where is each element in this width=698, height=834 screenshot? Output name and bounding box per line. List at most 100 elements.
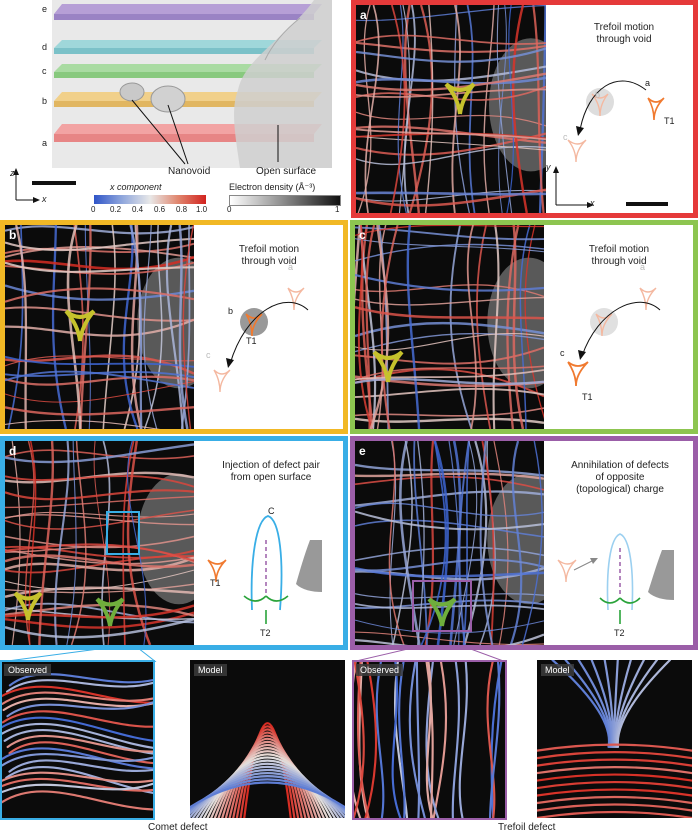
streamline	[2, 790, 153, 811]
streamline	[521, 441, 543, 645]
streamline	[2, 710, 153, 728]
streamline	[449, 225, 473, 429]
streamline	[5, 475, 194, 488]
x-axis-label-a: x	[590, 198, 595, 208]
streamline	[357, 225, 373, 429]
streamline	[488, 662, 501, 818]
panel-c-label-a: a	[640, 262, 646, 272]
streamline	[356, 85, 546, 101]
panel-e-caption: Annihilation of defects of opposite (top…	[555, 460, 685, 496]
streamline	[424, 5, 434, 213]
streamline	[380, 225, 399, 429]
panel-c-frame	[350, 220, 698, 434]
panel-d-label-t1: T1	[210, 578, 221, 588]
z-axis-label: z	[10, 168, 15, 178]
streamline	[5, 514, 194, 526]
panel-label-c: c	[359, 228, 366, 242]
streamline	[537, 780, 692, 790]
streamline	[355, 558, 544, 572]
streamline	[5, 549, 194, 565]
streamline	[448, 441, 460, 645]
streamline	[355, 502, 544, 517]
panel-a-caption: Trefoil motion through void	[560, 22, 688, 46]
comet-marker	[95, 597, 125, 627]
streamline	[355, 407, 544, 417]
streamline	[165, 225, 184, 429]
caption-line: Trefoil motion	[593, 22, 655, 33]
streamline	[417, 441, 425, 645]
inset-tag-model: Model	[541, 664, 574, 676]
panel-e-label-t2: T2	[614, 628, 625, 638]
streamline	[493, 441, 509, 645]
streamline	[355, 633, 544, 645]
streamline	[492, 225, 500, 429]
streamline	[458, 441, 470, 645]
streamline	[537, 803, 692, 812]
streamline	[413, 441, 428, 645]
panel-b-label-b: b	[228, 306, 234, 316]
streamline	[182, 225, 194, 429]
colorbar-x-tick: 0	[91, 205, 96, 214]
streamline	[537, 788, 692, 797]
streamline	[537, 751, 692, 760]
streamline	[537, 795, 692, 805]
inset-comet-observed	[0, 660, 155, 820]
panel-a-label-t1: T1	[664, 116, 675, 126]
caption-trefoil-defect: Trefoil defect	[498, 822, 556, 833]
caption-line: Trefoil motion	[238, 244, 300, 255]
streamline	[130, 225, 143, 429]
streamline	[496, 5, 513, 213]
streamline	[532, 5, 545, 213]
panel-b-label-c: c	[206, 350, 211, 360]
streamline	[5, 511, 194, 520]
streamline	[425, 662, 434, 818]
panel-c-caption: Trefoil motion through void	[555, 244, 683, 268]
streamline	[399, 441, 421, 645]
streamline	[481, 441, 495, 645]
streamline	[356, 47, 546, 63]
inset-tag-observed: Observed	[4, 664, 52, 676]
streamline	[433, 441, 449, 645]
streamline	[5, 449, 194, 460]
streamline	[5, 237, 194, 252]
streamline	[406, 225, 421, 429]
streamline	[375, 662, 385, 818]
streamline	[355, 631, 544, 645]
streamline	[378, 225, 390, 429]
layer-diagram-svg	[13, 0, 332, 203]
panel-e-image	[355, 441, 544, 645]
panel-e-inset-box	[412, 580, 472, 632]
panel-b-label-t1: T1	[246, 336, 257, 346]
streamline	[2, 777, 153, 792]
streamline	[537, 743, 692, 752]
streamline	[178, 225, 189, 429]
panel-a-label-c: c	[563, 132, 568, 142]
panel-e-schematic	[557, 533, 674, 624]
streamline	[356, 111, 546, 127]
colorbar-x-tick: 0.2	[110, 205, 122, 214]
colorbar-density-gradient	[229, 195, 341, 206]
streamline	[398, 5, 411, 213]
streamline	[355, 238, 544, 253]
streamline	[364, 5, 380, 213]
streamline	[356, 191, 546, 196]
streamline	[355, 369, 544, 381]
streamline	[354, 662, 365, 818]
streamline	[397, 5, 407, 213]
panel-a-label-b: b	[595, 90, 601, 100]
panel-d-label-t2: T2	[260, 628, 271, 638]
streamline	[509, 441, 523, 645]
colorbar-density-tick: 1	[335, 205, 340, 214]
streamline	[5, 419, 161, 429]
streamline	[355, 546, 544, 562]
streamline	[486, 662, 496, 818]
streamline	[6, 734, 153, 753]
streamline	[356, 128, 546, 141]
streamline	[451, 662, 461, 818]
layer-label-e: e	[42, 4, 48, 14]
streamline	[8, 673, 153, 687]
streamline	[388, 441, 405, 645]
streamline	[537, 766, 692, 775]
panel-b-schematic	[213, 287, 309, 393]
layer-label-d: d	[42, 42, 48, 52]
